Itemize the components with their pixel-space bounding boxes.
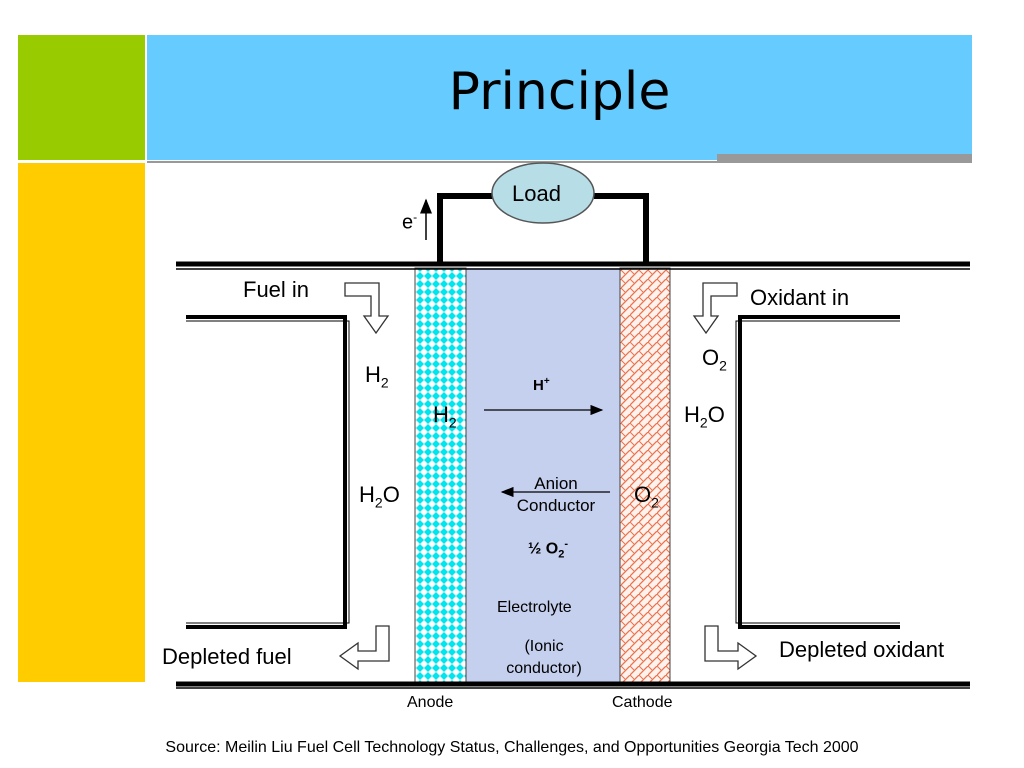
fuel-in-arrow-icon xyxy=(344,282,390,335)
source-citation: Source: Meilin Liu Fuel Cell Technology … xyxy=(165,739,859,756)
anode-label: Anode xyxy=(407,694,454,711)
h2o-oxidant-label: H2O xyxy=(684,402,725,430)
h2-anode-label: H2 xyxy=(433,402,457,430)
h-plus-label: H+ xyxy=(533,376,550,394)
o2-cathode-label: O2 xyxy=(634,482,659,510)
depleted-oxidant-arrow-icon xyxy=(704,625,758,671)
external-circuit xyxy=(437,193,649,266)
electrolyte-layer xyxy=(466,268,620,682)
oxidant-in-arrow-icon xyxy=(692,282,738,335)
h2-anode-base: H xyxy=(433,402,449,427)
anion-line1: Anion xyxy=(534,474,578,493)
half-o2-base: ½ O xyxy=(528,540,559,558)
depleted-fuel-arrow-icon xyxy=(338,625,390,671)
oxidant-in-label: Oxidant in xyxy=(750,285,850,310)
o2-cathode-sub: 2 xyxy=(651,494,659,511)
depleted-fuel-label: Depleted fuel xyxy=(162,644,292,669)
load-label: Load xyxy=(512,181,561,206)
h-plus-sup: + xyxy=(543,376,550,387)
h2o-ox-sub: 2 xyxy=(699,414,708,431)
accent-block-yellow xyxy=(18,163,145,682)
h2o-fuel-label: H2O xyxy=(359,482,400,510)
anion-line2: Conductor xyxy=(516,496,596,515)
slide-title: Principle xyxy=(448,62,671,122)
h2o-ox-h: H xyxy=(684,402,700,427)
load-ellipse xyxy=(491,162,595,224)
anion-conductor-label: Anion Conductor xyxy=(500,473,612,517)
accent-block-green xyxy=(18,35,145,160)
electron-base: e xyxy=(402,211,414,234)
h2o-fuel-sub: 2 xyxy=(374,494,383,511)
anode-layer xyxy=(414,267,467,683)
ionic-line2: conductor) xyxy=(506,660,582,677)
title-underline-accent xyxy=(717,154,972,161)
ionic-line1: (Ionic xyxy=(524,638,564,655)
depleted-oxidant-label: Depleted oxidant xyxy=(779,637,945,662)
title-divider xyxy=(147,161,972,163)
electrolyte-label: Electrolyte xyxy=(497,599,572,616)
title-bar xyxy=(147,35,972,160)
electron-label: e- xyxy=(402,210,417,235)
cell-housing xyxy=(176,261,970,689)
electron-sup: - xyxy=(413,210,418,224)
o2-oxidant-sub: 2 xyxy=(719,357,727,374)
fuel-in-label: Fuel in xyxy=(243,277,310,302)
h2o-ox-o: O xyxy=(707,402,725,427)
h2-fuel-label: H2 xyxy=(365,362,389,390)
o2-oxidant-label: O2 xyxy=(702,345,727,373)
cathode-layer xyxy=(619,267,671,683)
half-o2-sup: - xyxy=(564,538,569,550)
half-o2-label: ½ O2- xyxy=(528,538,568,561)
cathode-label: Cathode xyxy=(612,694,673,711)
o2-cathode-base: O xyxy=(634,482,652,507)
h-plus-base: H xyxy=(533,377,544,394)
ionic-conductor-label: (Ionic conductor) xyxy=(488,636,600,680)
h2-fuel-sub: 2 xyxy=(380,374,389,391)
h2o-fuel-h: H xyxy=(359,482,375,507)
half-o2-sub: 2 xyxy=(558,548,565,561)
o2-oxidant-base: O xyxy=(702,345,720,370)
h2o-fuel-o: O xyxy=(382,482,400,507)
h2-anode-sub: 2 xyxy=(448,414,457,431)
h2-fuel-base: H xyxy=(365,362,381,387)
